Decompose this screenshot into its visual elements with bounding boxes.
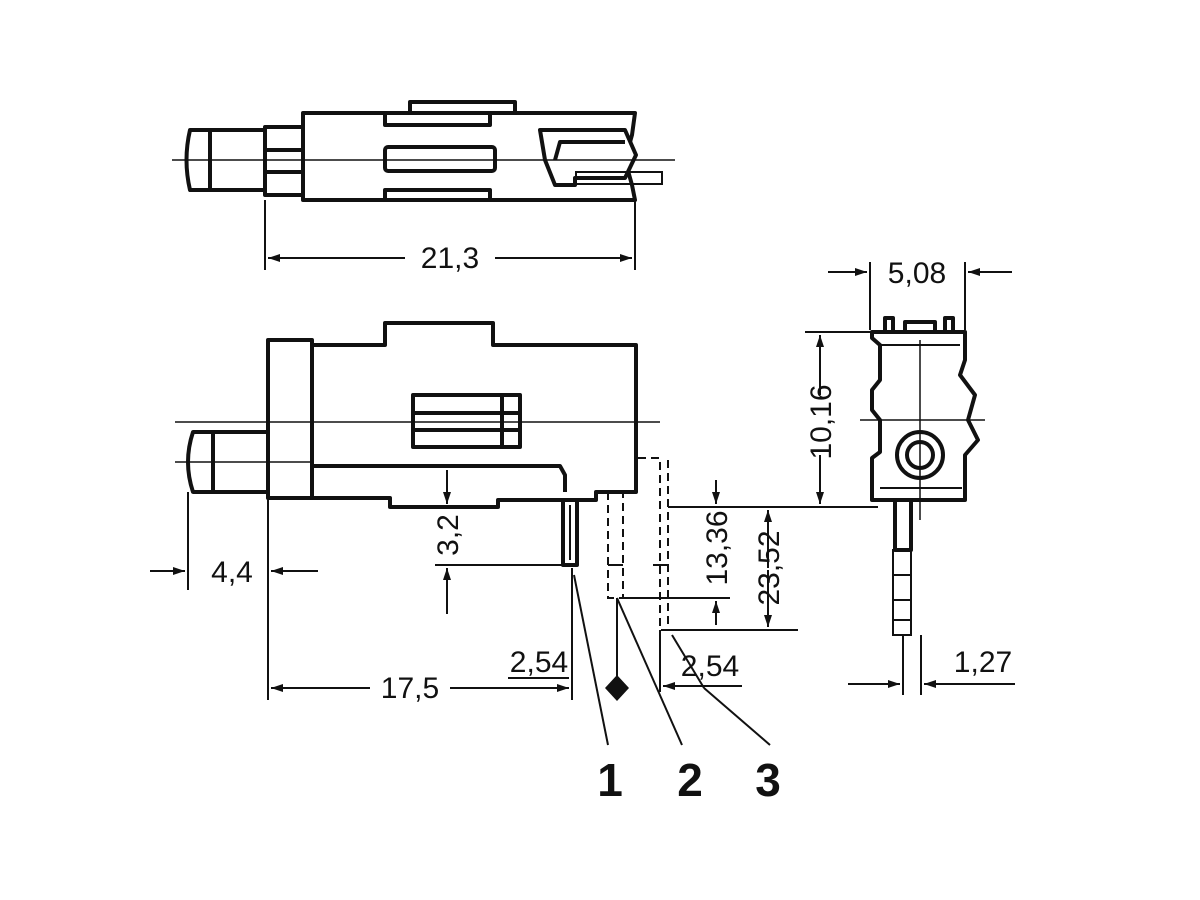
dimension-overall-length: 21,3 — [264, 200, 636, 275]
dim-pin-length-long: 23,52 — [753, 530, 786, 605]
pin-label-1: 1 — [597, 754, 623, 806]
dimension-body-to-pin1: 17,5 — [271, 568, 573, 705]
dimension-standoff: 3,2 — [432, 470, 577, 614]
dimension-pin-length-long: 23,52 — [668, 510, 798, 631]
dim-height: 10,16 — [805, 384, 838, 459]
dimension-pin-width: 1,27 — [848, 635, 1015, 695]
dim-plug-length: 4,4 — [211, 556, 253, 589]
dimension-pin-length-short: 13,36 — [623, 480, 734, 625]
dimension-pin-pitch-end: 5,08 — [828, 257, 1012, 330]
dim-pitch-2-3: 2,54 — [681, 650, 739, 683]
dimension-height: 10,16 — [805, 331, 872, 504]
dim-overall-length: 21,3 — [421, 242, 479, 275]
dim-pin-pitch-end: 5,08 — [888, 257, 946, 290]
side-view — [175, 321, 660, 509]
dim-pin-length-short: 13,36 — [701, 510, 734, 585]
dim-pitch-1-2: 2,54 — [510, 646, 568, 679]
dim-standoff: 3,2 — [432, 514, 465, 556]
pin-leaders — [573, 574, 771, 746]
dim-body-to-pin1: 17,5 — [381, 672, 439, 705]
dim-pin-width: 1,27 — [954, 646, 1012, 679]
top-view — [172, 100, 675, 202]
dimension-plug-length: 4,4 — [150, 492, 318, 700]
pin-label-3: 3 — [755, 754, 781, 806]
pin-label-2: 2 — [677, 754, 703, 806]
dimension-pitch-1-2: 2,54 — [508, 598, 629, 701]
front-view — [860, 316, 985, 636]
